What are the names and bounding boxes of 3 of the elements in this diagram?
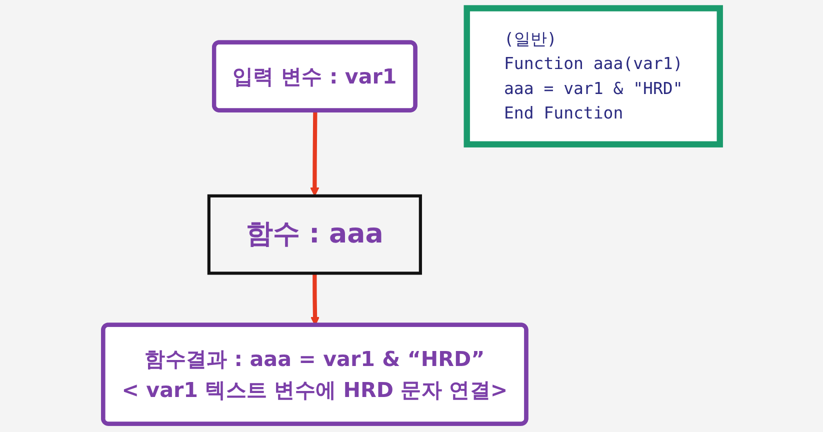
node-box: (일반) Function aaa(var1) aaa = var1 & "HRD" End Function	[464, 5, 723, 148]
arrow	[310, 110, 320, 196]
node-box: 함수 : aaa	[207, 194, 422, 275]
